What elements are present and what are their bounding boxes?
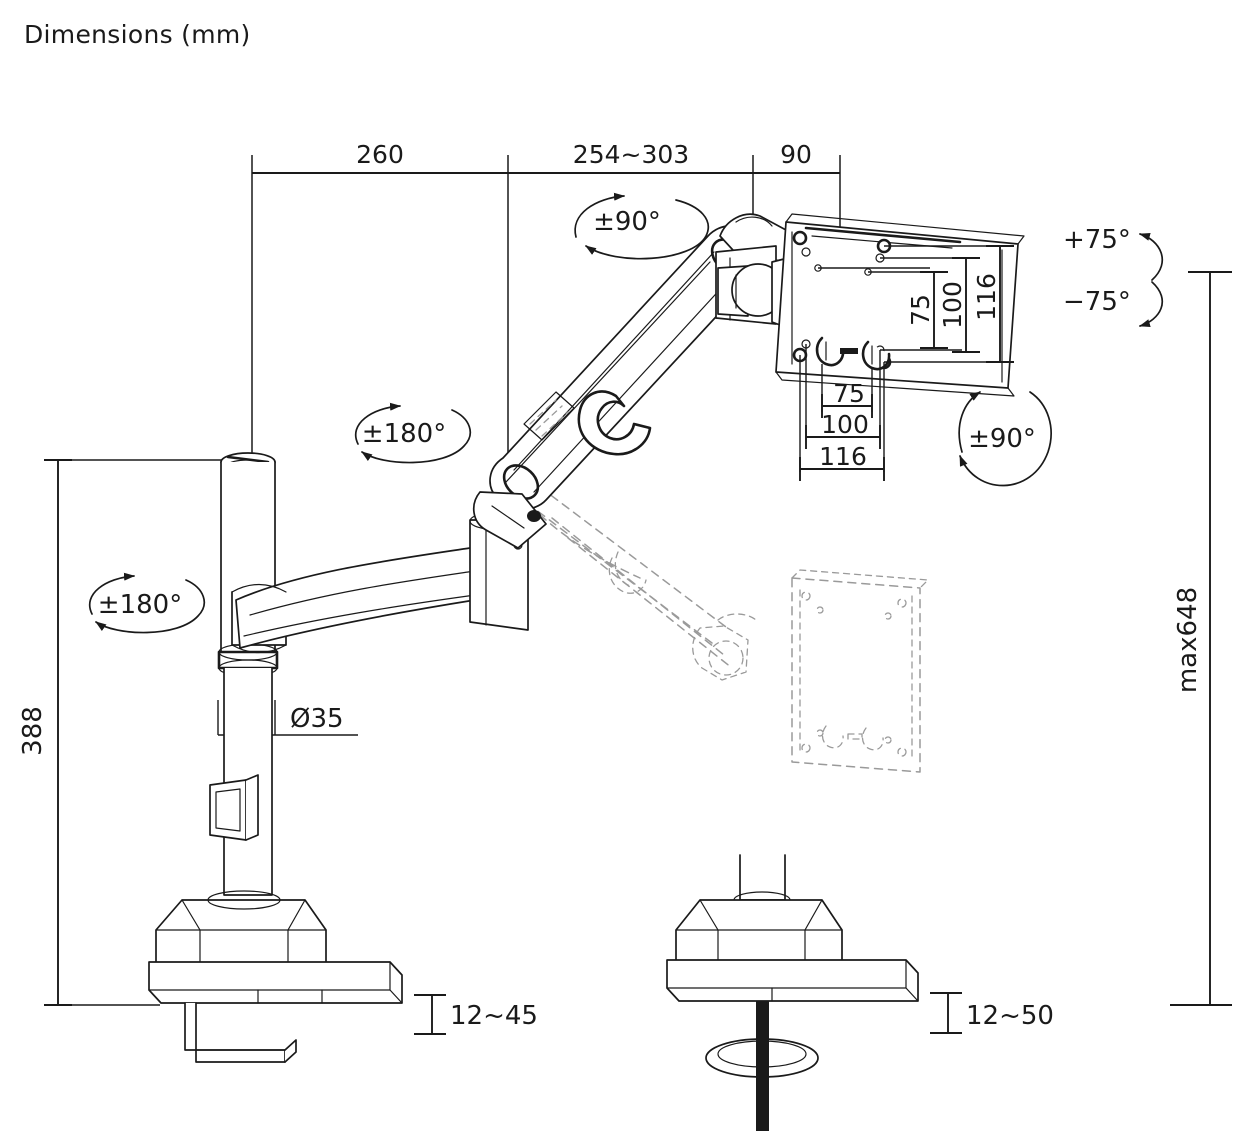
- label-grommet-thickness: 12~50: [966, 1001, 1054, 1031]
- vesa-horizontal-dimensions: [799, 344, 885, 481]
- label-clamp-thickness: 12~45: [450, 1001, 538, 1031]
- ghost-lowered-position: [485, 483, 929, 773]
- screen-rotation-symbol: [958, 391, 1052, 487]
- label-reach-254-303: 254~303: [573, 140, 689, 169]
- label-column-height: 388: [18, 706, 48, 756]
- dimension-labels: 260 254~303 90 388 Ø35 max648 12~45 12~5…: [18, 140, 1203, 1031]
- grommet-thickness-dimension: [930, 992, 962, 1034]
- grommet-base: [666, 854, 919, 1131]
- lower-arm: [231, 511, 529, 654]
- label-elbow-rotation: ±180°: [362, 419, 446, 449]
- motion-labels: ±90° ±180° ±180° ±90° +75° −75°: [98, 207, 1131, 620]
- label-vesa-horizontal-100: 100: [821, 410, 869, 439]
- label-tilt-down: −75°: [1063, 287, 1131, 317]
- vertical-column: [209, 452, 279, 896]
- label-vesa-vertical-116: 116: [972, 273, 1001, 321]
- label-vesa-vertical-100: 100: [938, 281, 967, 329]
- label-base-rotation: ±180°: [98, 590, 182, 620]
- vesa-mounting-plate: [775, 213, 1025, 397]
- clamp-thickness-dimension: [414, 994, 446, 1035]
- label-vesa-horizontal-116: 116: [819, 442, 867, 471]
- label-pole-diameter: Ø35: [290, 704, 344, 734]
- vesa-vertical-dimensions: [818, 245, 1014, 363]
- label-arm-swivel: ±90°: [593, 207, 661, 237]
- label-vesa-horizontal-75: 75: [833, 379, 865, 408]
- label-tilt-up: +75°: [1063, 225, 1131, 255]
- label-vesa-vertical-75: 75: [906, 294, 935, 326]
- arm-swivel-symbol: [574, 192, 709, 260]
- elbow-rotation-symbol: [355, 402, 472, 464]
- label-screen-rotation: ±90°: [968, 424, 1036, 454]
- tilt-symbol: [1139, 233, 1164, 327]
- label-reach-260: 260: [356, 140, 404, 169]
- column-height-dimension: [44, 459, 252, 1006]
- monitor-head-joint: [715, 213, 789, 329]
- base-rotation-symbol: [89, 572, 206, 634]
- max-height-dimension: [1170, 271, 1232, 1006]
- label-max-height: max648: [1173, 587, 1203, 693]
- label-reach-90: 90: [780, 140, 812, 169]
- page-title: Dimensions (mm): [24, 20, 251, 49]
- desk-clamp-base: [148, 890, 403, 1063]
